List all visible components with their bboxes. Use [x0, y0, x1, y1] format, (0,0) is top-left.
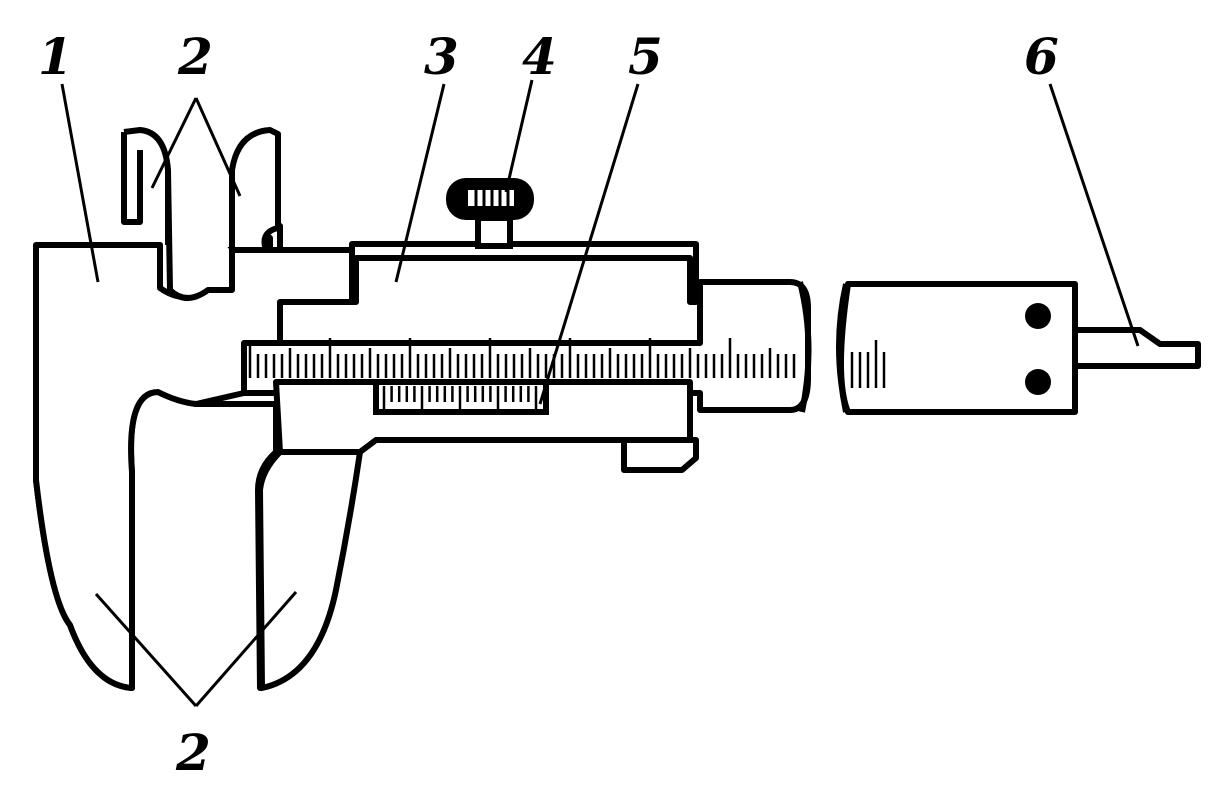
leader-2-bottom-right [194, 591, 298, 707]
leader-5 [538, 83, 640, 405]
beam-break [797, 281, 849, 413]
leader-6 [1048, 83, 1140, 347]
label-2-bottom: 2 [175, 723, 211, 782]
label-5: 5 [628, 27, 663, 86]
leader-3 [394, 83, 446, 283]
leader-lines [60, 79, 1140, 707]
rivet-lower [1025, 369, 1051, 395]
label-3: 3 [424, 27, 459, 86]
clamp-screw [446, 178, 534, 249]
beam-end-ticks [850, 340, 886, 388]
leader-2-top-right [194, 97, 242, 197]
label-6: 6 [1024, 27, 1059, 86]
rivet-upper [1025, 303, 1051, 329]
upper-jaws [121, 127, 281, 301]
vernier-scale-ticks [382, 386, 538, 410]
main-scale-ticks [248, 338, 796, 378]
leader-2-top-left [150, 97, 198, 189]
leader-1 [60, 83, 100, 283]
label-2-top: 2 [177, 27, 213, 86]
leader-2-bottom-left [94, 593, 198, 707]
depth-rod [1072, 327, 1201, 369]
leader-4 [504, 79, 534, 193]
label-4: 4 [522, 27, 557, 86]
label-1: 1 [38, 27, 73, 86]
moving-jaw [257, 449, 363, 691]
